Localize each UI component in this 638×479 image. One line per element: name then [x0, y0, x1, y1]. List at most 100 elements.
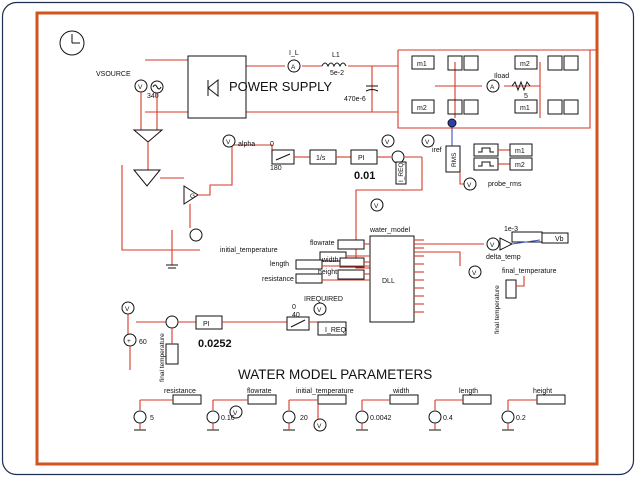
rms-block	[445, 145, 461, 173]
final-temp-vertical-label: final temperature	[494, 285, 501, 334]
svg-text:V: V	[425, 139, 430, 146]
input-height-label: height	[318, 269, 337, 276]
input-width-label: width	[321, 257, 338, 264]
integrator-label: 1/s	[316, 155, 326, 162]
vsource-label: VSOURCE	[96, 71, 131, 78]
svg-text:G: G	[190, 193, 195, 200]
probe-node	[447, 118, 457, 128]
water-model-label: water_model	[369, 227, 411, 234]
rectifier-block	[187, 55, 247, 119]
svg-text:V: V	[233, 410, 238, 417]
inductor-value: 5e-2	[330, 70, 344, 77]
gain-block	[499, 237, 514, 251]
svg-text:5: 5	[150, 415, 154, 422]
inductor-name: L1	[332, 52, 340, 59]
slide-inner-frame	[35, 11, 599, 466]
input-initial-temperature-label: initial_temperature	[220, 247, 278, 254]
load-value: 5	[524, 93, 528, 100]
svg-text:V: V	[317, 307, 322, 314]
svg-text:length: length	[459, 388, 478, 395]
vsource-value: 340	[147, 93, 159, 100]
pi-upper-gain: 0.01	[354, 170, 375, 182]
gate-out-m2	[509, 157, 533, 171]
il-label: I_L	[289, 50, 299, 57]
capacitor-value: 470e-6	[344, 96, 366, 103]
probe-rms-voltmeter	[463, 177, 477, 191]
power-supply-title: POWER SUPPLY	[229, 79, 332, 94]
gate-m2-bottom-left	[411, 99, 435, 114]
rms-label: RMS	[451, 152, 458, 167]
svg-text:m2: m2	[520, 61, 530, 68]
param-length: length 0.4	[428, 388, 492, 431]
iload-label: Iload	[494, 73, 509, 80]
param-width: width 0.0042	[355, 388, 419, 431]
limiter-bottom: 40	[292, 312, 300, 319]
final-temp-voltmeter	[468, 265, 482, 279]
input-height-box	[337, 269, 365, 280]
water-model-voltmeter	[370, 198, 384, 212]
svg-text:A: A	[291, 64, 296, 71]
svg-text:resistance: resistance	[164, 388, 196, 395]
param-resistance: resistance 5	[133, 388, 202, 431]
lower-source-value: 60	[139, 339, 147, 346]
delta-temp-label: delta_temp	[486, 254, 521, 261]
req-input-label: I_REQ	[398, 162, 405, 182]
alpha-label: alpha	[238, 141, 255, 148]
svg-text:0.16: 0.16	[221, 415, 235, 422]
dll-block	[369, 235, 415, 323]
il-ammeter	[287, 59, 301, 73]
svg-text:m2: m2	[515, 162, 525, 169]
final-temperature-label: final_temperature	[502, 268, 557, 275]
svg-text:0.2: 0.2	[516, 415, 526, 422]
dll-label: DLL	[382, 278, 395, 285]
pi-lower-gain: 0.0252	[198, 338, 232, 350]
input-flowrate-box	[337, 239, 365, 250]
ramp-bottom: 180	[270, 165, 282, 172]
iref-label: iref	[432, 147, 442, 154]
sine-icon	[152, 84, 162, 90]
input-resistance-label: resistance	[262, 276, 294, 283]
gate-m1-bottom-right	[514, 99, 538, 114]
power-supply-section: V VSOURCE 340 POWER SUPPLY A I_L L1 5e-2…	[96, 49, 597, 129]
param-initial-temperature: initial_temperature V 20	[282, 388, 354, 432]
gate-m1-top-left	[411, 55, 435, 70]
ireq-output-label: I_REQ	[325, 327, 347, 334]
ireq-voltmeter	[313, 302, 327, 316]
final-temp-probe	[505, 279, 517, 299]
pi-output-voltmeter	[381, 134, 395, 148]
summing-junction-upper	[391, 150, 405, 164]
svg-text:+: +	[127, 338, 131, 345]
lower-temp-probe	[165, 343, 179, 365]
probe-rms-label: probe_rms	[488, 181, 522, 188]
ireq-output	[317, 321, 347, 336]
svg-text:initial_temperature: initial_temperature	[296, 388, 354, 395]
clock-icon	[59, 30, 85, 56]
svg-text:m2: m2	[417, 105, 427, 112]
svg-text:A: A	[490, 84, 495, 91]
hysteresis-block-upper	[473, 143, 499, 157]
gate-m2-top-right	[514, 55, 538, 70]
svg-text:V: V	[374, 203, 379, 210]
diode-icon	[207, 78, 219, 98]
igbt-switches	[447, 55, 579, 115]
alpha-voltmeter	[222, 134, 236, 148]
source-left-meter-label: V	[138, 84, 143, 91]
ramp-top: 0	[270, 141, 274, 148]
dll-output-pins	[414, 239, 424, 313]
svg-text:V: V	[317, 423, 322, 430]
svg-text:flowrate: flowrate	[247, 388, 272, 395]
lower-final-temp-vertical: final temperature	[159, 333, 166, 382]
comparator-output	[183, 185, 199, 205]
svg-text:20: 20	[300, 415, 308, 422]
water-model-section: V water_model DLL flowrate initial_tempe…	[220, 198, 569, 334]
svg-text:V: V	[472, 270, 477, 277]
sawtooth-source	[189, 228, 203, 242]
summing-junction-lower	[165, 315, 179, 329]
input-length-box	[295, 259, 323, 270]
svg-text:V: V	[490, 242, 495, 249]
pi-lower-label: PI	[203, 321, 210, 328]
svg-text:m1: m1	[515, 148, 525, 155]
